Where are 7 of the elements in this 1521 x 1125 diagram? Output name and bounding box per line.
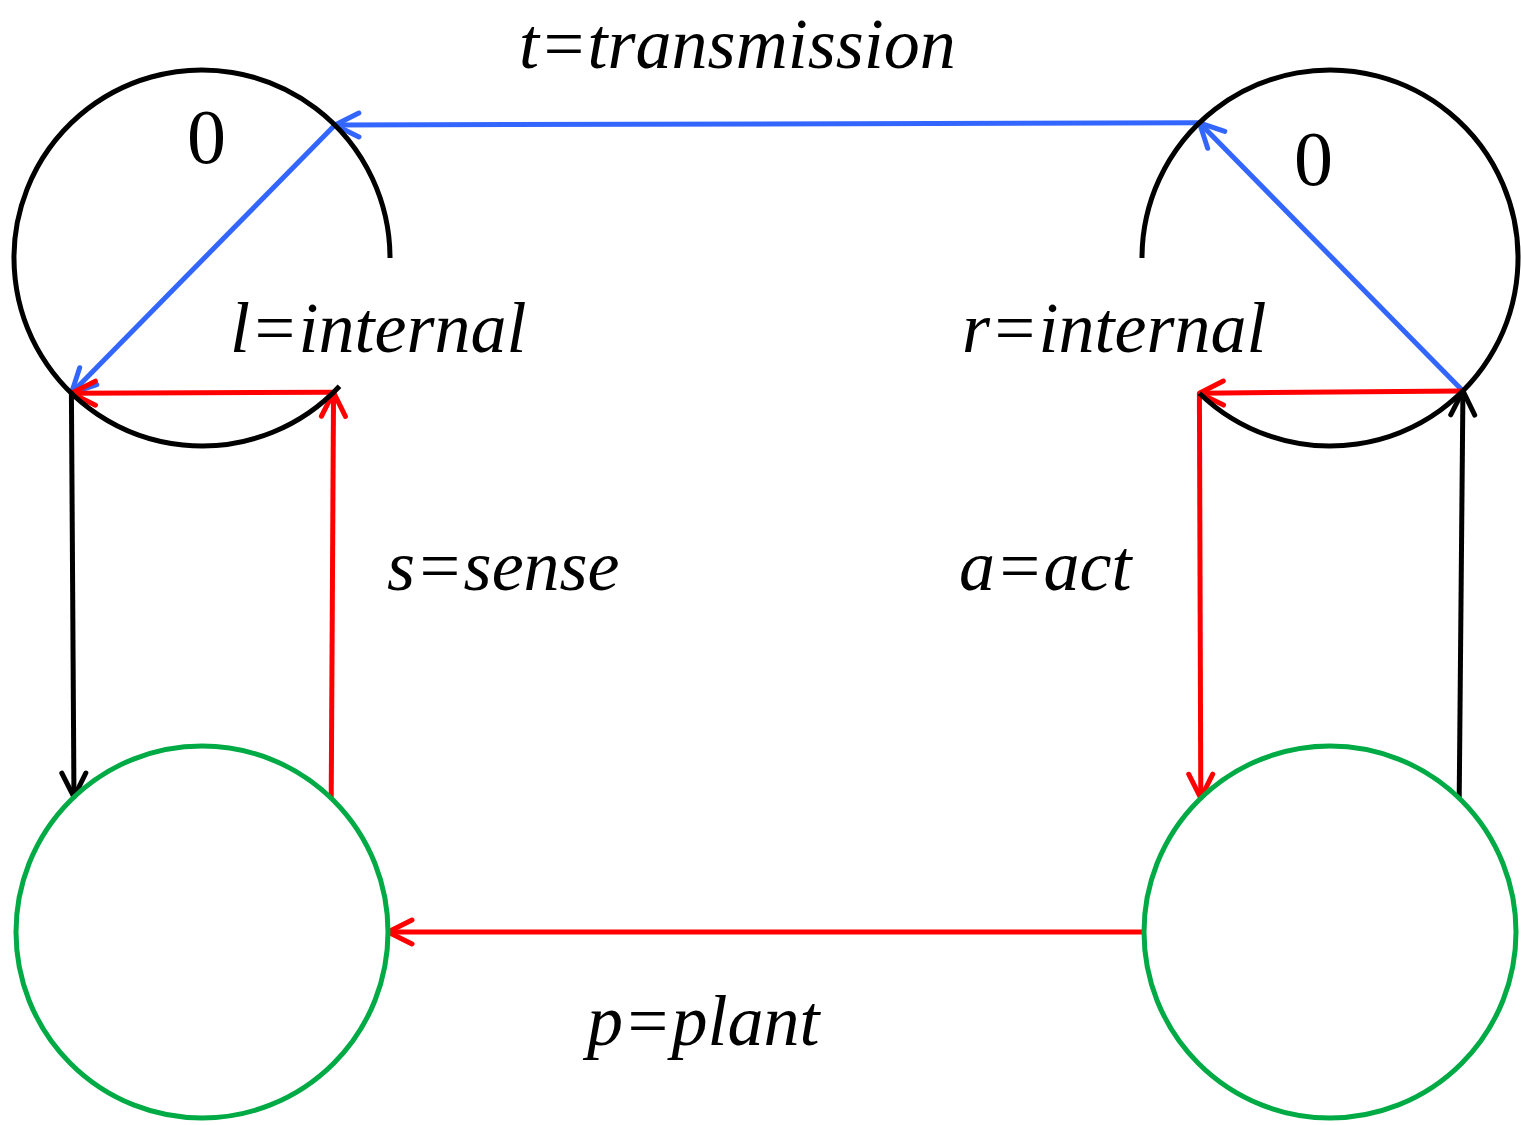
state-circle <box>16 746 388 1118</box>
state-circle <box>1144 746 1516 1118</box>
state-label: l=internal <box>229 292 528 364</box>
state-value: 0 <box>187 98 226 176</box>
state-value: 0 <box>1294 120 1333 198</box>
state-label: r=internal <box>961 292 1268 364</box>
arrow <box>1196 378 1463 408</box>
